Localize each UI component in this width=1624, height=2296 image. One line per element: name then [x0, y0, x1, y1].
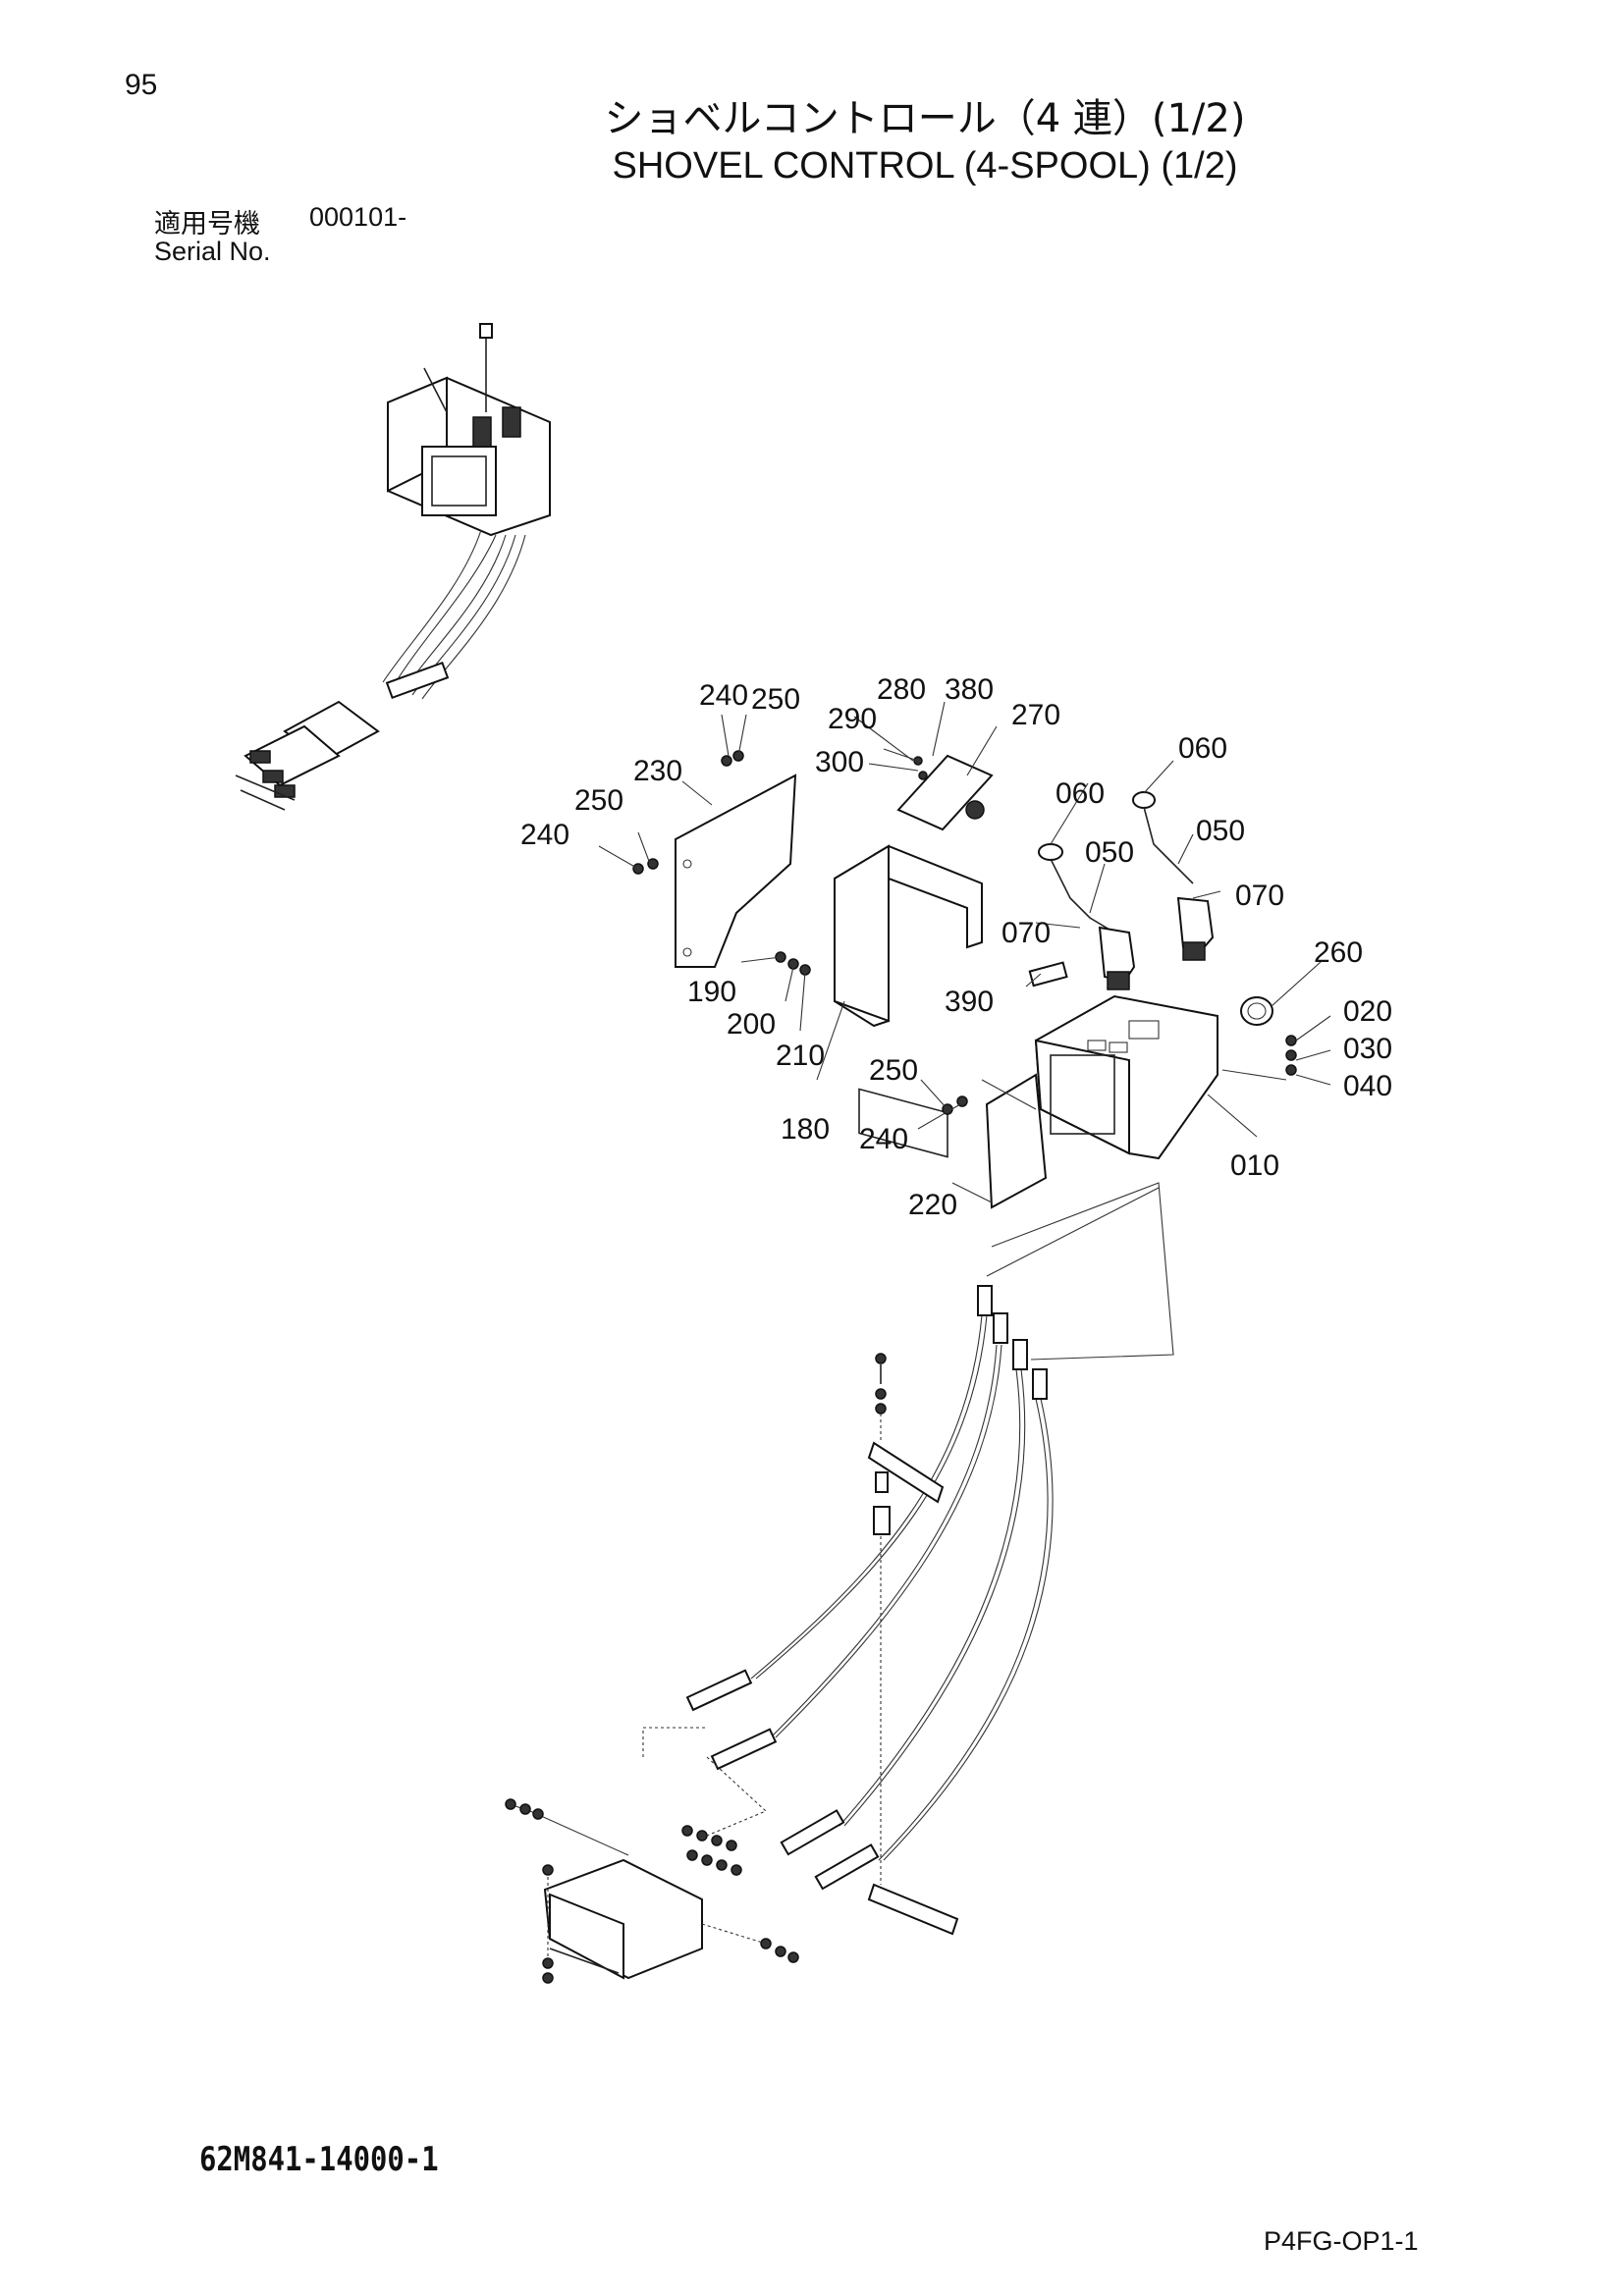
callout-180: 180 [781, 1113, 830, 1146]
cover-plate-230 [675, 774, 797, 968]
callout-050: 050 [1085, 836, 1134, 869]
callout-260: 260 [1314, 936, 1363, 969]
callout-240: 240 [520, 819, 569, 851]
page-title-japanese: ショベルコントロール（4 連）(1/2) [604, 96, 1246, 141]
sheet-code: P4FG-OP1-1 [1264, 2226, 1419, 2256]
callout-030: 030 [1343, 1033, 1392, 1065]
callout-250: 250 [751, 683, 800, 716]
cover-220 [985, 1073, 1048, 1209]
callout-060: 060 [1056, 777, 1105, 810]
callout-240: 240 [859, 1123, 908, 1155]
callout-390: 390 [945, 986, 994, 1018]
callout-210: 210 [776, 1040, 825, 1072]
callout-230: 230 [633, 755, 682, 787]
callout-190: 190 [687, 976, 736, 1008]
callout-200: 200 [727, 1008, 776, 1041]
ring-260 [1240, 996, 1273, 1026]
callout-300: 300 [815, 746, 864, 778]
callout-270: 270 [1011, 699, 1060, 731]
page-number: 95 [125, 69, 158, 101]
callout-040: 040 [1343, 1070, 1392, 1102]
callout-010: 010 [1230, 1149, 1279, 1182]
cable-assembly [505, 1182, 1174, 1984]
main-exploded-assembly [598, 701, 1331, 1209]
callout-250: 250 [574, 784, 623, 817]
callout-290: 290 [828, 703, 877, 735]
callout-070: 070 [1001, 917, 1051, 949]
serial-label-english: Serial No. [154, 237, 271, 266]
drawing-code: 62M841-14000-1 [199, 2140, 439, 2179]
callout-060: 060 [1178, 732, 1227, 765]
callout-250: 250 [869, 1054, 918, 1087]
callout-050: 050 [1196, 815, 1245, 847]
callout-240: 240 [699, 679, 748, 712]
serial-number-value: 000101- [309, 202, 407, 232]
callout-380: 380 [945, 673, 994, 706]
overview-assembly [235, 323, 551, 811]
joystick-left [1038, 843, 1136, 990]
joystick-right [1132, 791, 1215, 961]
callout-220: 220 [908, 1189, 957, 1221]
callout-020: 020 [1343, 995, 1392, 1028]
callout-070: 070 [1235, 880, 1284, 912]
callout-280: 280 [877, 673, 926, 706]
part-callouts: 240 250 280 380 290 270 300 230 250 240 … [520, 673, 1392, 1221]
serial-label-japanese: 適用号機 [154, 209, 260, 240]
page-title-english: SHOVEL CONTROL (4-SPOOL) (1/2) [612, 145, 1238, 187]
